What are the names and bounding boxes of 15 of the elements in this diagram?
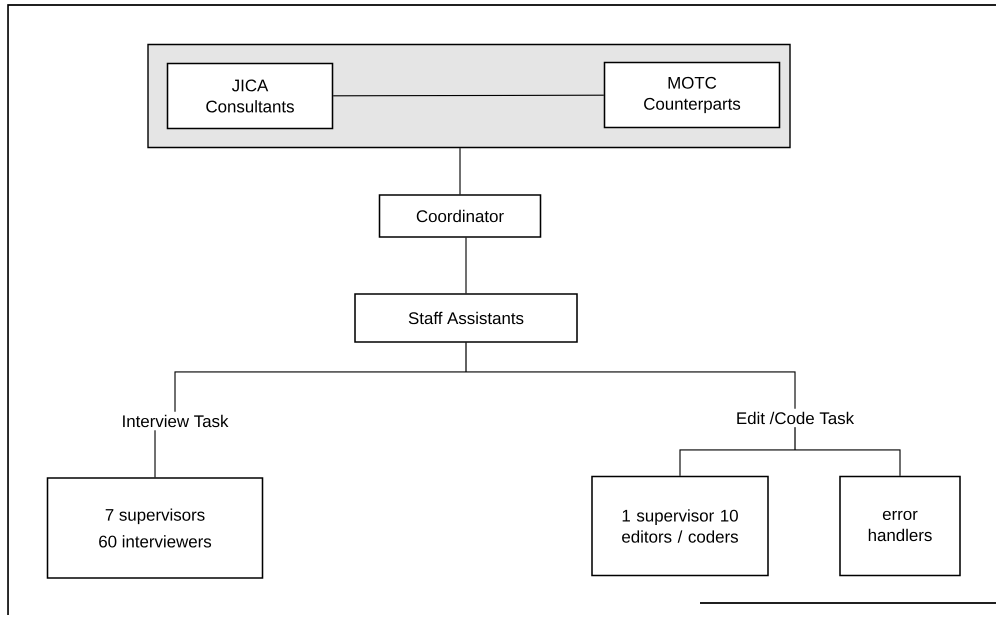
connector-line [465,342,796,409]
role-box: Coordinator [378,194,542,238]
role-box: JICA Consultants [166,62,334,130]
connector-line [459,148,461,194]
role-box: error handlers [839,476,961,576]
role-box: Staff Assistants [354,293,578,343]
connector-line [465,238,467,294]
connector-line [154,430,156,478]
task-label: Interview Task [123,414,228,428]
role-box: MOTC Counterparts [604,62,780,128]
task-label: Edit /Code Task [737,412,854,424]
role-box: 1 supervisor 10 editors / coders [591,476,769,576]
connector-line [333,94,604,96]
connector-line [794,427,901,476]
role-box: 7 supervisors 60 interviewers [46,477,264,579]
